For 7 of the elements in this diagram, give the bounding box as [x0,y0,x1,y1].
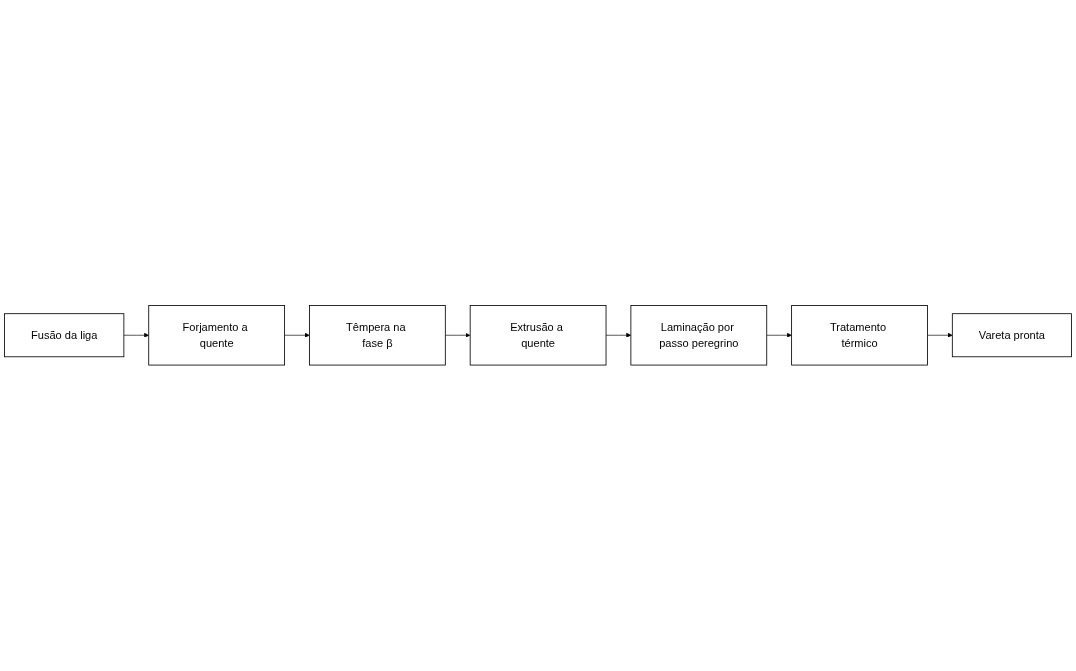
node-box: Fusão da liga [4,313,125,358]
node-box: Têmpera na fase β [309,305,446,366]
node-box: Vareta pronta [951,313,1072,358]
node-box: Tratamento térmico [791,305,928,366]
node-box: Forjamento a quente [148,305,285,366]
node-box: Extrusão a quente [469,305,607,366]
node-box: Laminação por passo peregrino [630,305,768,366]
